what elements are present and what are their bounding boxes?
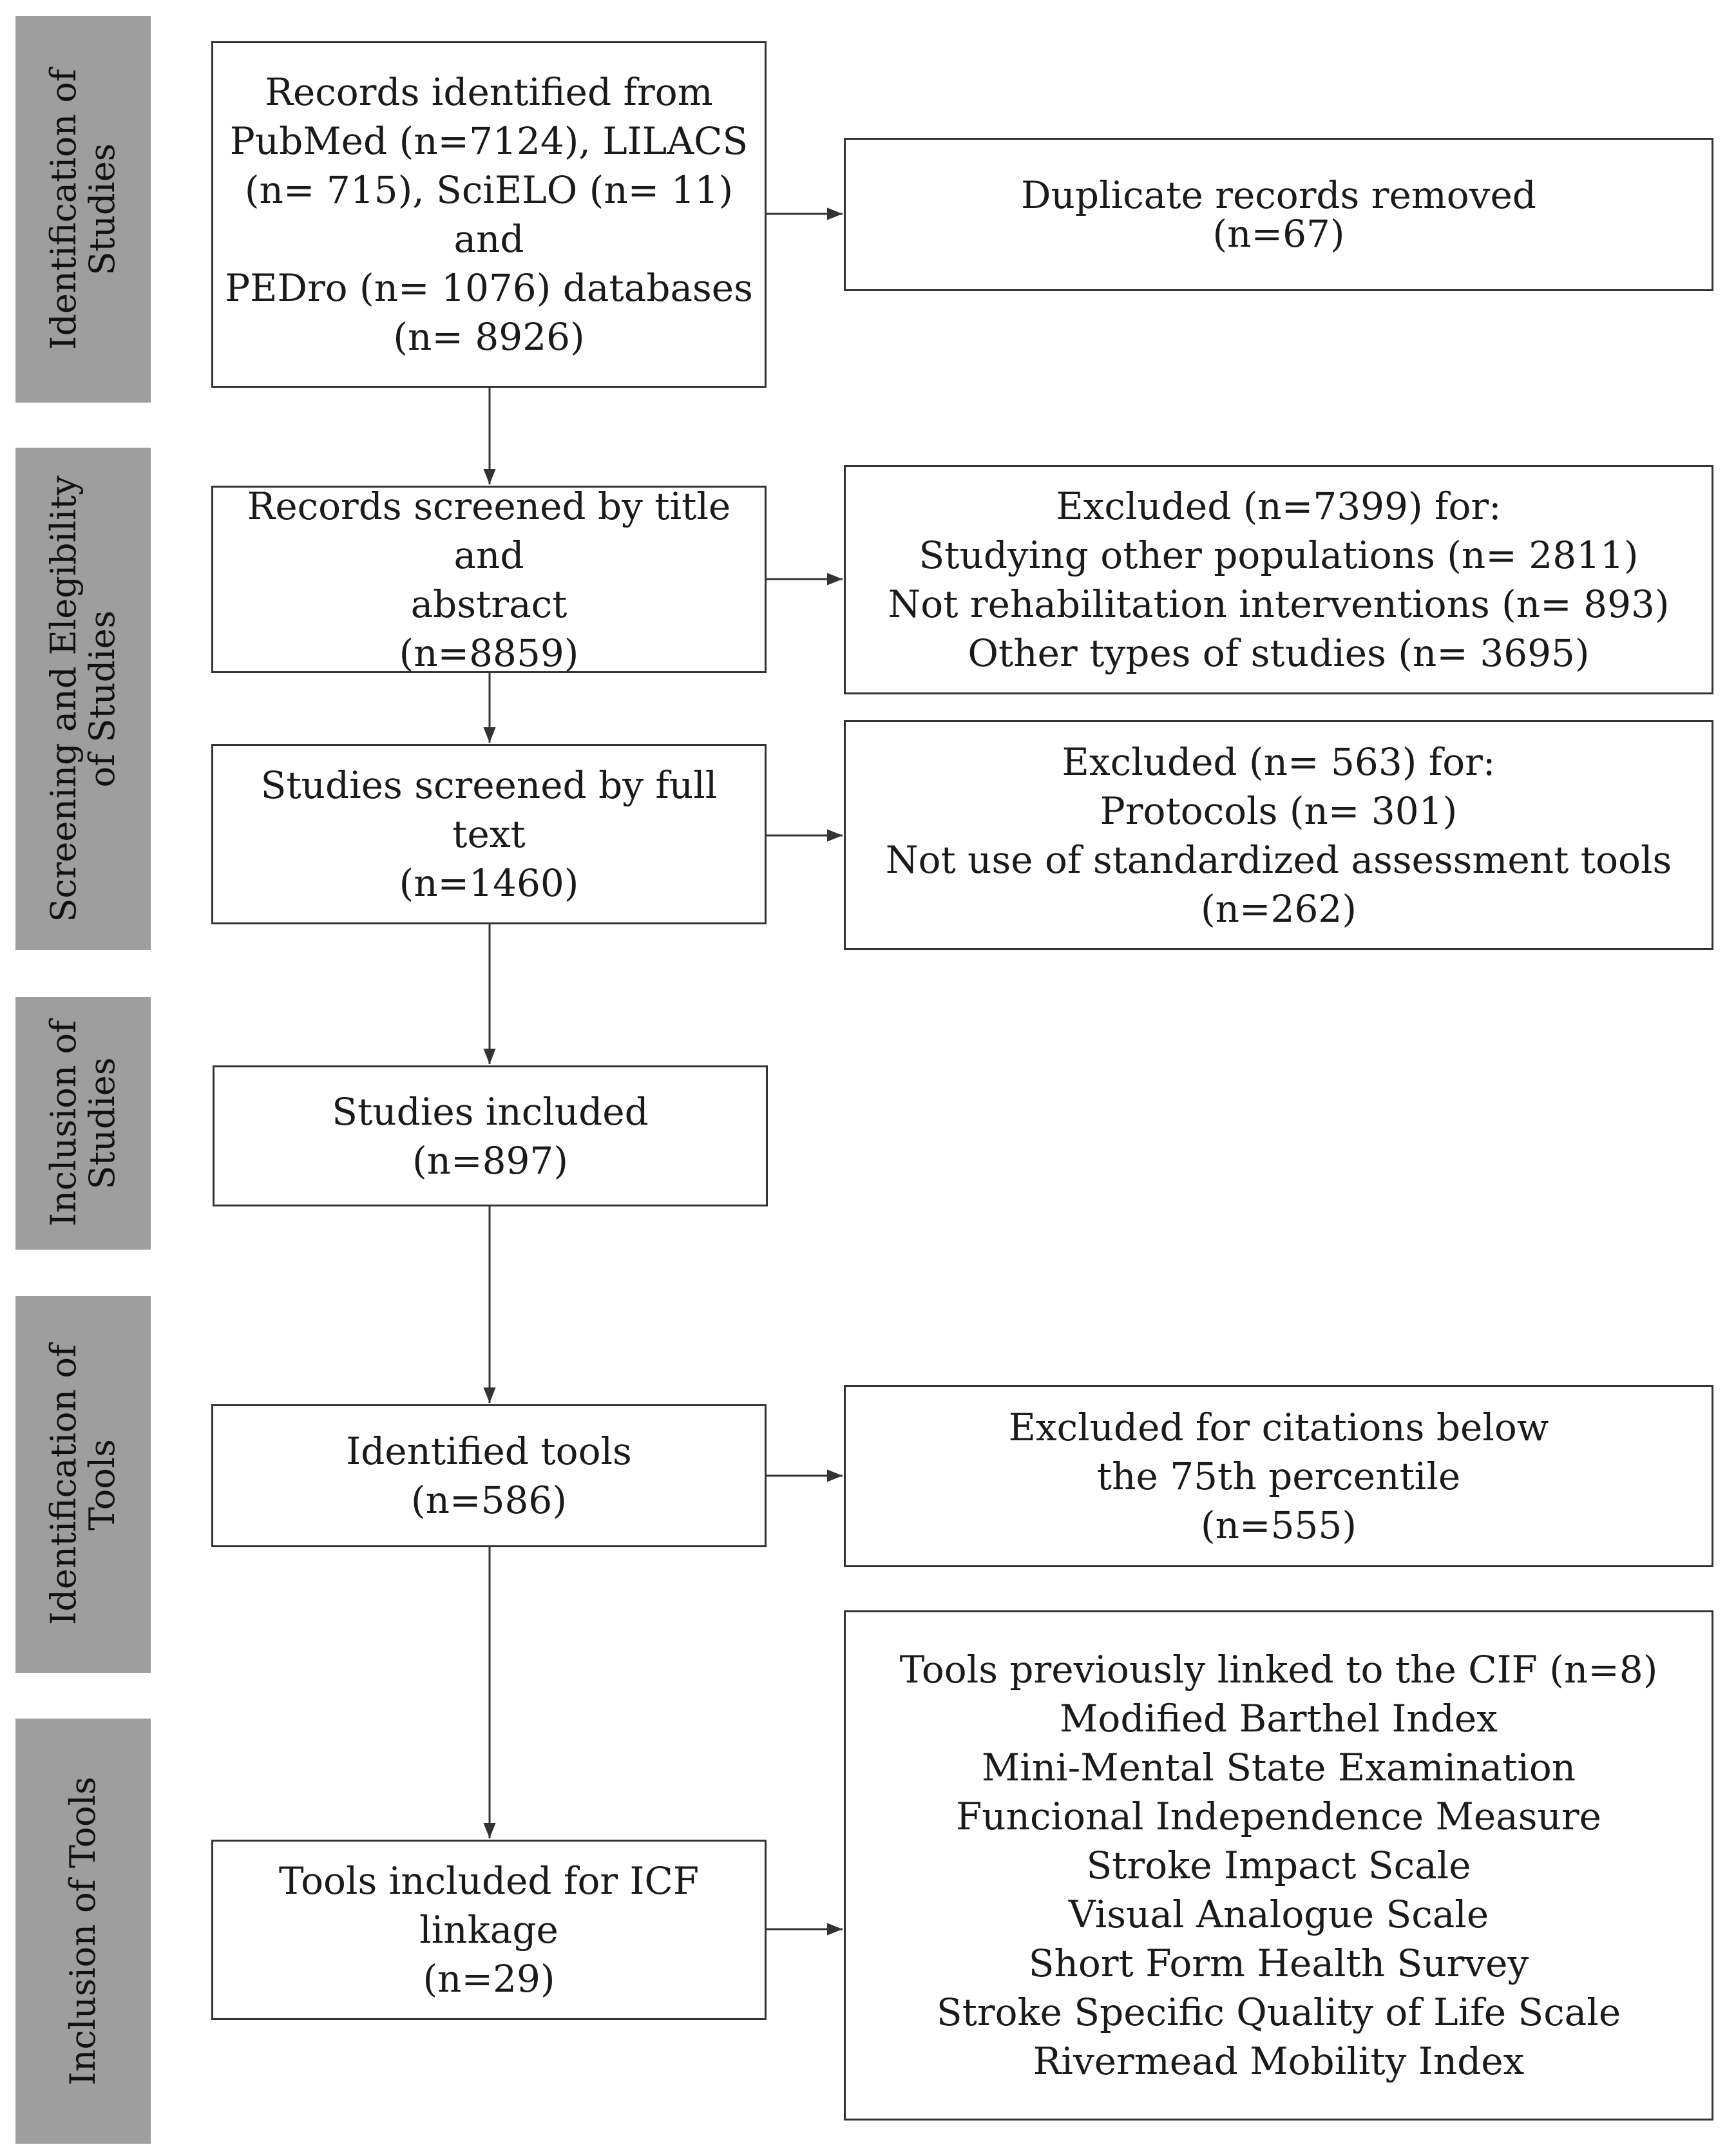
box-studies-included: Studies included (n=897) (213, 1065, 768, 1206)
box-excluded-citations: Excluded for citations below the 75th pe… (844, 1385, 1713, 1567)
box-duplicates-removed: Duplicate records removed (n=67) (844, 138, 1713, 291)
stage-identification-of-studies: Identification of Studies (15, 16, 151, 403)
box-identified-tools: Identified tools (n=586) (211, 1404, 767, 1547)
box-tools-included: Tools included for ICF linkage (n=29) (211, 1840, 767, 2020)
stage-inclusion-of-studies: Inclusion of Studies (15, 997, 151, 1250)
stage-screening-and-eligibility: Screening and Elegibility of Studies (15, 448, 151, 950)
box-excluded-title-abstract: Excluded (n=7399) for: Studying other po… (844, 465, 1713, 694)
box-records-screened: Records screened by title and abstract (… (211, 484, 767, 675)
box-full-text-screened: Studies screened by full text (n=1460) (211, 744, 767, 924)
box-tools-previously-linked: Tools previously linked to the CIF (n=8)… (844, 1610, 1713, 2121)
box-records-identified: Records identified from PubMed (n=7124),… (211, 41, 767, 388)
box-excluded-full-text: Excluded (n= 563) for: Protocols (n= 301… (844, 720, 1713, 950)
stage-inclusion-of-tools: Inclusion of Tools (15, 1719, 151, 2144)
stage-identification-of-tools: Identification of Tools (15, 1296, 151, 1673)
